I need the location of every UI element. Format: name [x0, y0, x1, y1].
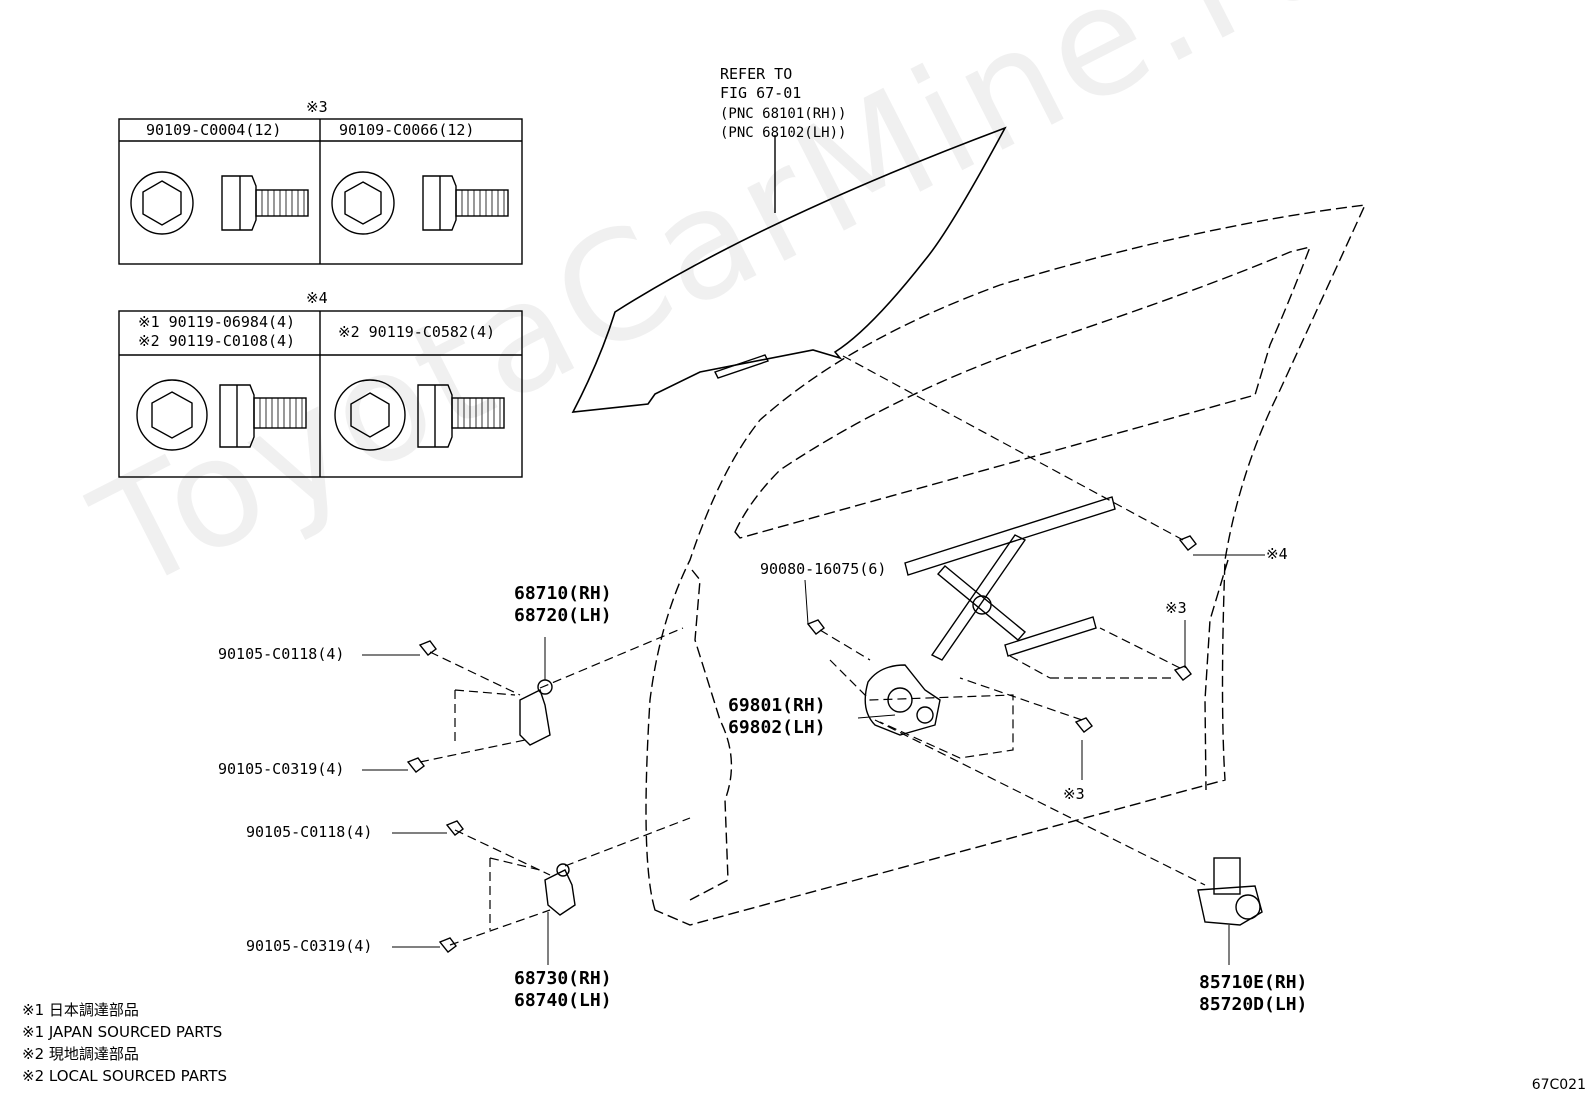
bolt-table-3-col2: 90109-C0066(12): [339, 121, 475, 139]
glass-ref-line3: (PNC 68101(RH)): [720, 106, 847, 122]
mark-4-label: ※4: [1266, 545, 1288, 563]
bolt-table-4-col2: ※2 90119-C0582(4): [338, 323, 496, 341]
door-outline: [645, 204, 1367, 926]
bolt-table-4: [118, 310, 523, 478]
bolt-c-label: 90105-C0118(4): [246, 823, 373, 841]
mark-3a-label: ※3: [1165, 599, 1187, 617]
lower-hinge-lh-label: 68740(LH): [514, 990, 612, 1011]
leader-lines: [362, 554, 1265, 965]
lower-hinge: [544, 863, 576, 916]
mark-3b-label: ※3: [1063, 785, 1085, 803]
assembly-lines: [419, 355, 1206, 946]
motor-rh-label: 85710E(RH): [1199, 972, 1308, 993]
bolt-a-label: 90105-C0118(4): [218, 645, 345, 663]
glass-ref-line2: FIG 67-01: [720, 84, 802, 102]
upper-hinge: [519, 679, 553, 746]
bolt-table-3-mark: ※3: [306, 98, 328, 116]
door-glass: [571, 126, 1007, 413]
lower-hinge-rh-label: 68730(RH): [514, 968, 612, 989]
bolt-d-label: 90105-C0319(4): [246, 937, 373, 955]
upper-hinge-lh-label: 68720(LH): [514, 605, 612, 626]
note-1-en: ※1 JAPAN SOURCED PARTS: [22, 1023, 223, 1041]
bolt-table-4-mark: ※4: [306, 289, 328, 307]
motor-lh-label: 85720D(LH): [1199, 994, 1308, 1015]
note-2-en: ※2 LOCAL SOURCED PARTS: [22, 1067, 227, 1085]
bolt-icons: [406, 535, 1197, 953]
power-window-motor: [1197, 857, 1263, 926]
bolt-table-3: [118, 118, 523, 265]
note-2-jp: ※2 現地調達部品: [22, 1045, 139, 1063]
bolt-table-4-col1-line2: ※2 90119-C0108(4): [138, 332, 296, 350]
glass-ref-line4: (PNC 68102(LH)): [720, 125, 847, 141]
upper-hinge-rh-label: 68710(RH): [514, 583, 612, 604]
note-1-jp: ※1 日本調達部品: [22, 1001, 139, 1019]
glass-ref-line1: REFER TO: [720, 65, 793, 83]
figure-code: 67C021: [1531, 1077, 1586, 1093]
window-regulator: [864, 496, 1116, 736]
bolt-b-label: 90105-C0319(4): [218, 760, 345, 778]
regulator-bolt-label: 90080-16075(6): [760, 560, 887, 578]
regulator-rh-label: 69801(RH): [728, 695, 826, 716]
bolt-table-3-col1: 90109-C0004(12): [146, 121, 282, 139]
regulator-lh-label: 69802(LH): [728, 717, 826, 738]
bolt-table-4-col1-line1: ※1 90119-06984(4): [138, 313, 296, 331]
